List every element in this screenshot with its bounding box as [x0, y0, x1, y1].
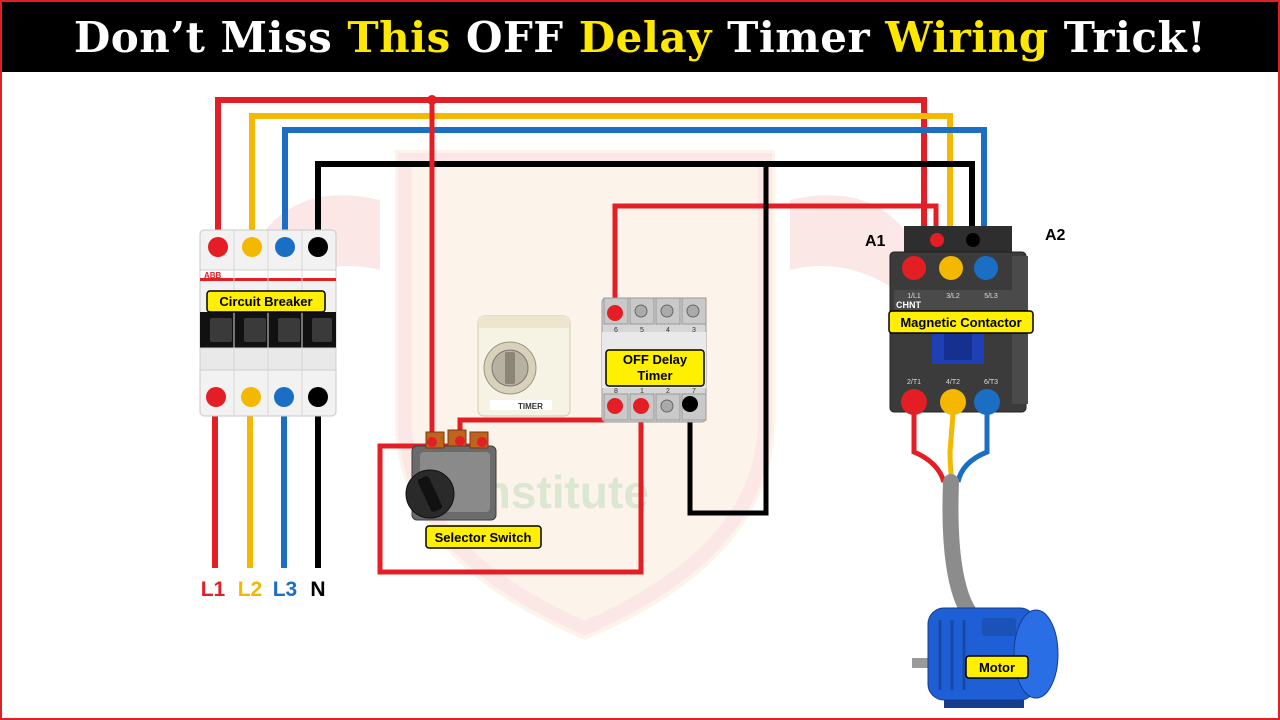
- wire-timer6-to-a1: [612, 203, 939, 314]
- timer-terminal-number: 1: [640, 388, 644, 395]
- contactor-terminal-label: 6/T3: [984, 379, 998, 386]
- wire-t1-to-motor: [911, 414, 947, 483]
- title-word: OFF: [465, 12, 579, 62]
- timer-terminal-1: [633, 398, 649, 414]
- junction-dot: [427, 95, 437, 105]
- contactor-terminal-label: 2/T1: [907, 379, 921, 386]
- contactor-terminal-label: 5/L3: [984, 293, 998, 300]
- magnetic-contactor-label-text: Magnetic Contactor: [900, 315, 1021, 330]
- title-word: Timer: [727, 12, 886, 62]
- timer-terminal-7: [682, 396, 698, 412]
- coil-label-a2: A2: [1045, 227, 1066, 244]
- contactor-terminal-label: 1/L1: [907, 293, 921, 300]
- wire-neutral-to-timer7: [687, 164, 769, 516]
- timer-terminal-number: 3: [692, 327, 696, 334]
- timer-terminal-8: [607, 398, 623, 414]
- breaker-terminal-l3-bottom: [274, 387, 294, 407]
- contactor-terminal-label: 4/T2: [946, 379, 960, 386]
- title-word: Miss: [220, 12, 348, 62]
- contactor-terminal-label: 3/L2: [946, 293, 960, 300]
- contactor-coil-a2: [966, 233, 980, 247]
- selector-switch-label-text: Selector Switch: [435, 530, 532, 545]
- selector-switch: [405, 429, 497, 521]
- contactor-terminal-t3: [974, 389, 1000, 415]
- timer-terminal-6: [607, 305, 623, 321]
- timer-relay-brand: TIMER: [518, 402, 543, 411]
- contactor-terminal-l3: [974, 256, 998, 280]
- contactor-terminal-l2: [939, 256, 963, 280]
- wire-t2-to-motor: [947, 413, 956, 483]
- timer-label-line1: OFF Delay: [623, 352, 688, 367]
- selector-switch-label: Selector Switch: [425, 525, 542, 549]
- title-bar: Don’t Miss This OFF Delay Timer Wiring T…: [2, 2, 1278, 72]
- supply-labels: L1 L2 L3 N: [201, 578, 326, 601]
- breaker-terminal-l3-top: [275, 237, 295, 257]
- title-word: Wiring: [885, 12, 1064, 62]
- breaker-terminal-l1-top: [208, 237, 228, 257]
- coil-label-a1: A1: [865, 233, 886, 250]
- timer-terminal-number: 5: [640, 327, 644, 334]
- circuit-breaker-label-text: Circuit Breaker: [219, 294, 312, 309]
- timer-terminal-number: 2: [666, 388, 670, 395]
- contactor-terminal-l1: [902, 256, 926, 280]
- title-word: This: [347, 12, 466, 62]
- wire-t3-to-motor: [955, 414, 990, 483]
- timer-relay-product: TIMER: [477, 315, 571, 417]
- timer-terminal-number: 8: [614, 388, 618, 395]
- contactor-terminal-t2: [940, 389, 966, 415]
- label-n: N: [310, 578, 325, 601]
- timer-terminal-number: 7: [692, 388, 696, 395]
- page-title: Don’t Miss This OFF Delay Timer Wiring T…: [74, 13, 1206, 62]
- timer-label-line2: Timer: [637, 368, 672, 383]
- title-word: Don’t: [73, 12, 221, 62]
- label-l3: L3: [273, 578, 298, 601]
- breaker-terminal-l2-bottom: [241, 387, 261, 407]
- breaker-brand: ABB: [204, 271, 222, 280]
- label-l2: L2: [238, 578, 263, 601]
- breaker-terminal-l2-top: [242, 237, 262, 257]
- circuit-breaker: ABB: [199, 229, 337, 417]
- timer-terminal-number: 4: [666, 327, 670, 334]
- breaker-terminal-n-bottom: [308, 387, 328, 407]
- off-delay-timer: 6 5 4 3 8 1 2 7 OFF Delay Timer: [601, 297, 707, 423]
- contactor-terminal-t1: [901, 389, 927, 415]
- contactor-coil-a1: [930, 233, 944, 247]
- breaker-terminal-l1-bottom: [206, 387, 226, 407]
- watermark-text: Institute: [470, 466, 649, 518]
- title-word: Trick!: [1063, 12, 1207, 62]
- timer-terminal-number: 6: [614, 327, 618, 334]
- wire-l2-supply: [249, 113, 953, 268]
- wire-l1-supply: [215, 97, 927, 248]
- contactor-brand: CHNT: [896, 300, 921, 310]
- motor: Motor: [912, 607, 1059, 708]
- label-l1: L1: [201, 578, 226, 601]
- breaker-terminal-n-top: [308, 237, 328, 257]
- wire-l3-supply: [282, 127, 987, 268]
- motor-label-text: Motor: [979, 660, 1015, 675]
- wire-neutral-supply: [315, 161, 975, 248]
- circuit-breaker-label: Circuit Breaker: [206, 290, 326, 313]
- magnetic-contactor-label: Magnetic Contactor: [888, 310, 1034, 334]
- title-word: Delay: [578, 12, 728, 62]
